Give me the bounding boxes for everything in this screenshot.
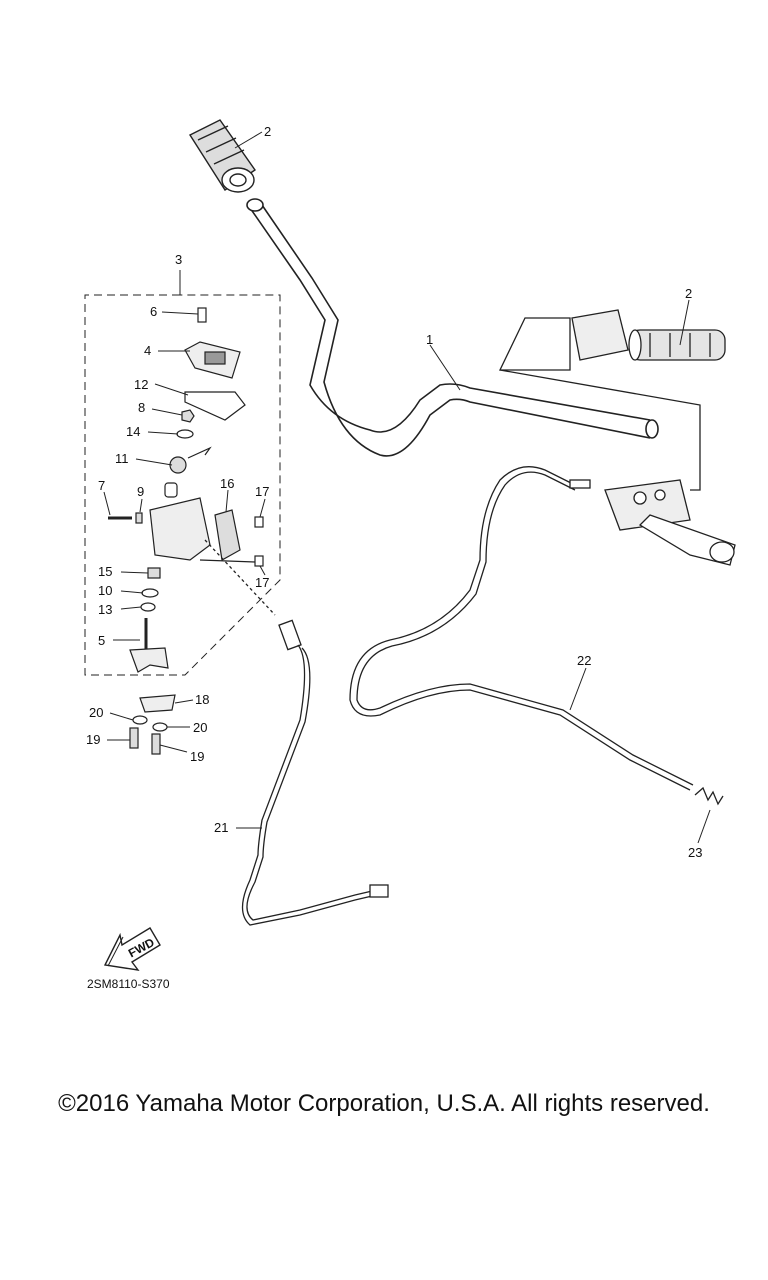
callout-10: 10	[98, 583, 112, 598]
brake-lever-assembly	[604, 479, 736, 566]
callout-14: 14	[126, 424, 140, 439]
diagram-code: 2SM8110-S370	[87, 977, 170, 991]
callout-22: 22	[577, 653, 591, 668]
callout-5: 5	[98, 633, 105, 648]
clamp-parts	[129, 694, 176, 755]
assembly-3-outline	[84, 270, 281, 676]
callout-17-bottom: 17	[255, 575, 269, 590]
callout-17-top: 17	[255, 484, 269, 499]
copyright-notice: ©2016 Yamaha Motor Corporation, U.S.A. A…	[58, 1090, 710, 1117]
callout-21: 21	[214, 820, 228, 835]
callout-16: 16	[220, 476, 234, 491]
callout-12: 12	[134, 377, 148, 392]
callout-2-right: 2	[685, 286, 692, 301]
callout-6: 6	[150, 304, 157, 319]
callout-9: 9	[137, 484, 144, 499]
callout-labels: 2 2 1 3 6 4 12 8 14 11 7 9 16 17 17 15 1…	[86, 124, 702, 860]
grip-left	[188, 119, 256, 193]
leader-lines	[103, 131, 711, 844]
brake-cable	[349, 466, 724, 806]
callout-20-right: 20	[193, 720, 207, 735]
callout-19-right: 19	[190, 749, 204, 764]
callout-20-left: 20	[89, 705, 103, 720]
callout-19-left: 19	[86, 732, 100, 747]
callout-23: 23	[688, 845, 702, 860]
callout-2-left: 2	[264, 124, 271, 139]
callout-4: 4	[144, 343, 151, 358]
handlebar	[246, 198, 659, 457]
callout-13: 13	[98, 602, 112, 617]
callout-3: 3	[175, 252, 182, 267]
callout-8: 8	[138, 400, 145, 415]
callout-15: 15	[98, 564, 112, 579]
callout-11: 11	[115, 451, 129, 466]
callout-7: 7	[98, 478, 105, 493]
callout-18: 18	[195, 692, 209, 707]
throttle-cable	[204, 539, 389, 926]
fwd-arrow: FWD	[103, 927, 161, 971]
throttle-parts	[108, 307, 264, 673]
callout-1: 1	[426, 332, 433, 347]
grip-right-assembly	[498, 309, 726, 491]
